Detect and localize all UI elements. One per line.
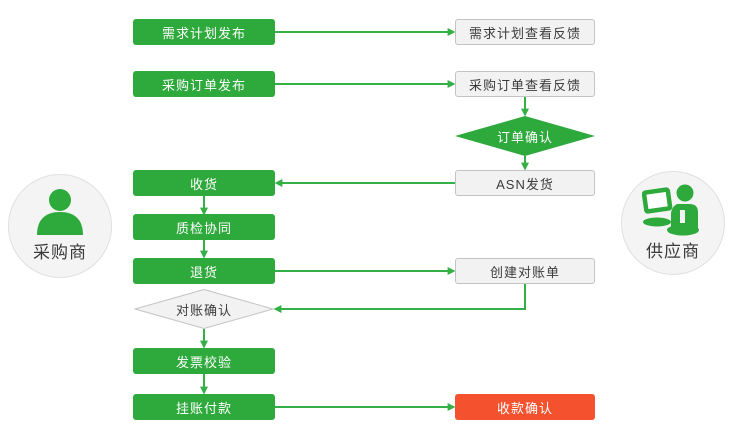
node-label: 订单确认 bbox=[496, 129, 553, 145]
node-return-goods: 退货 bbox=[133, 258, 275, 284]
diamond-shape bbox=[455, 116, 595, 156]
node-order-confirm: 订单确认 bbox=[455, 116, 595, 156]
supplier-label: 供应商 bbox=[646, 242, 700, 261]
supplier-icon bbox=[642, 184, 699, 236]
node-receive-goods: 收货 bbox=[133, 170, 275, 196]
node-po-feedback: 采购订单查看反馈 bbox=[455, 71, 595, 97]
edge-statement-to-confirm bbox=[273, 284, 526, 313]
diamond-shape bbox=[134, 289, 274, 329]
buyer-icon bbox=[37, 189, 83, 235]
node-demand-plan-feedback: 需求计划查看反馈 bbox=[455, 19, 595, 45]
node-quality-collab: 质检协同 bbox=[133, 214, 275, 240]
node-statement-confirm: 对账确认 bbox=[134, 289, 274, 329]
node-create-statement: 创建对账单 bbox=[455, 258, 595, 284]
node-asn-ship: ASN发货 bbox=[455, 170, 595, 196]
actor-supplier: 供应商 bbox=[621, 171, 725, 275]
node-po-publish: 采购订单发布 bbox=[133, 71, 275, 97]
buyer-label: 采购商 bbox=[33, 243, 87, 262]
actor-buyer: 采购商 bbox=[8, 174, 112, 278]
node-receipt-confirm: 收款确认 bbox=[455, 394, 595, 420]
node-demand-plan-publish: 需求计划发布 bbox=[133, 19, 275, 45]
node-booked-payment: 挂账付款 bbox=[133, 394, 275, 420]
node-invoice-check: 发票校验 bbox=[133, 348, 275, 374]
node-label: 对账确认 bbox=[175, 302, 232, 318]
